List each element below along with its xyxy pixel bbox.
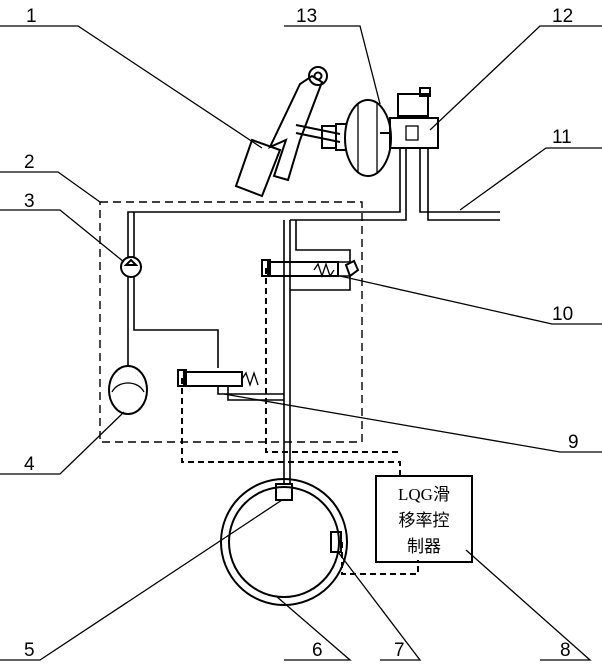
leader-3 — [0, 210, 124, 262]
controller-line1: LQG滑 — [398, 485, 450, 504]
label-7: 7 — [394, 640, 405, 661]
leader-7 — [338, 552, 420, 660]
valve-10 — [262, 220, 358, 290]
pipe-master-down — [128, 148, 406, 258]
label-8: 8 — [560, 640, 571, 661]
label-4: 4 — [24, 454, 35, 475]
brake-pedal — [236, 67, 340, 196]
leader-9 — [224, 394, 602, 452]
accumulator-4 — [109, 366, 147, 414]
signal-line-valve10 — [266, 268, 402, 452]
wheel — [221, 479, 347, 605]
leader-12 — [430, 26, 602, 130]
label-11: 11 — [552, 127, 572, 148]
leader-2 — [0, 172, 100, 202]
pipe-left-loop — [128, 212, 218, 368]
signal-line-valve9 — [182, 378, 400, 478]
accumulator-diaphragm — [112, 383, 144, 392]
label-12: 12 — [552, 6, 573, 27]
controller-line3: 制器 — [407, 537, 441, 556]
label-5: 5 — [24, 640, 35, 661]
leader-13 — [284, 26, 380, 104]
controller-line2: 移率控 — [399, 511, 450, 530]
leader-1 — [0, 26, 262, 148]
dashed-frame — [100, 202, 362, 442]
leader-4 — [0, 412, 124, 474]
vacuum-booster — [322, 100, 391, 176]
master-cylinder — [380, 88, 438, 148]
pipe-center — [284, 220, 290, 485]
pump-arrow — [126, 260, 136, 265]
leader-8 — [466, 550, 590, 660]
label-1: 1 — [26, 6, 37, 27]
leader-5 — [0, 500, 282, 660]
label-9: 9 — [568, 432, 579, 453]
label-13: 13 — [296, 6, 317, 27]
label-6: 6 — [312, 640, 323, 661]
label-2: 2 — [24, 152, 35, 173]
label-10: 10 — [552, 304, 573, 325]
label-3: 3 — [24, 191, 35, 212]
leader-11 — [460, 148, 602, 210]
